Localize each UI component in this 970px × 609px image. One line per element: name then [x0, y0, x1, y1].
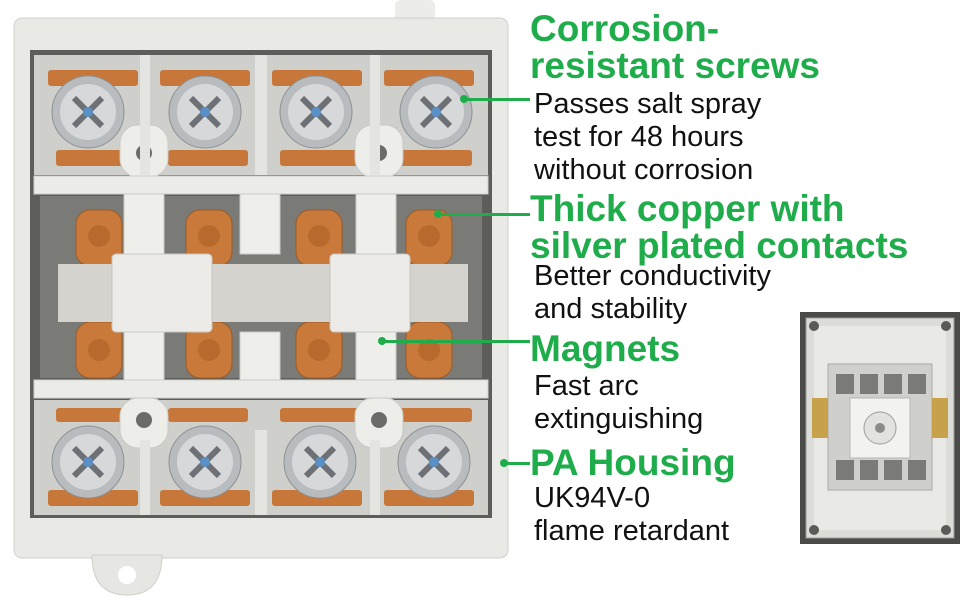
- feature-title-magnets: Magnets: [530, 330, 680, 367]
- feature-desc-screws: Passes salt spray test for 48 hours with…: [534, 88, 761, 187]
- feature-desc-housing: UK94V-0 flame retardant: [534, 482, 729, 548]
- leader-line-housing: [504, 462, 530, 465]
- feature-desc-line: test for 48 hours: [534, 121, 744, 153]
- feature-desc-line: Better conductivity: [534, 260, 771, 292]
- feature-title-line: silver plated contacts: [530, 225, 909, 266]
- feature-desc-line: without corrosion: [534, 154, 754, 186]
- feature-title-line: Thick copper with: [530, 188, 845, 229]
- leader-line-magnets: [382, 340, 530, 343]
- feature-desc-line: flame retardant: [534, 515, 730, 547]
- feature-desc-contacts: Better conductivity and stability: [534, 260, 771, 326]
- enclosure-inset-photo: [800, 312, 960, 544]
- feature-desc-line: and stability: [534, 293, 688, 325]
- feature-title-line: Corrosion-: [530, 8, 720, 49]
- feature-title-line: Magnets: [530, 328, 681, 369]
- feature-desc-line: UK94V-0: [534, 482, 651, 514]
- feature-desc-line: Fast arc: [534, 370, 639, 402]
- leader-dot-housing: [500, 459, 508, 467]
- switch-internals-photo: [13, 0, 509, 596]
- leader-dot-screws: [460, 95, 468, 103]
- feature-title-contacts: Thick copper with silver plated contacts: [530, 190, 908, 264]
- feature-desc-line: extinguishing: [534, 403, 704, 435]
- feature-desc-line: Passes salt spray: [534, 88, 762, 120]
- leader-line-screws: [464, 98, 530, 101]
- feature-title-screws: Corrosion- resistant screws: [530, 10, 820, 84]
- feature-desc-magnets: Fast arc extinguishing: [534, 370, 703, 436]
- leader-line-contacts: [438, 213, 530, 216]
- leader-dot-contacts: [434, 210, 442, 218]
- feature-title-line: PA Housing: [530, 442, 736, 483]
- feature-title-housing: PA Housing: [530, 444, 736, 481]
- feature-title-line: resistant screws: [530, 45, 821, 86]
- leader-dot-magnets: [378, 337, 386, 345]
